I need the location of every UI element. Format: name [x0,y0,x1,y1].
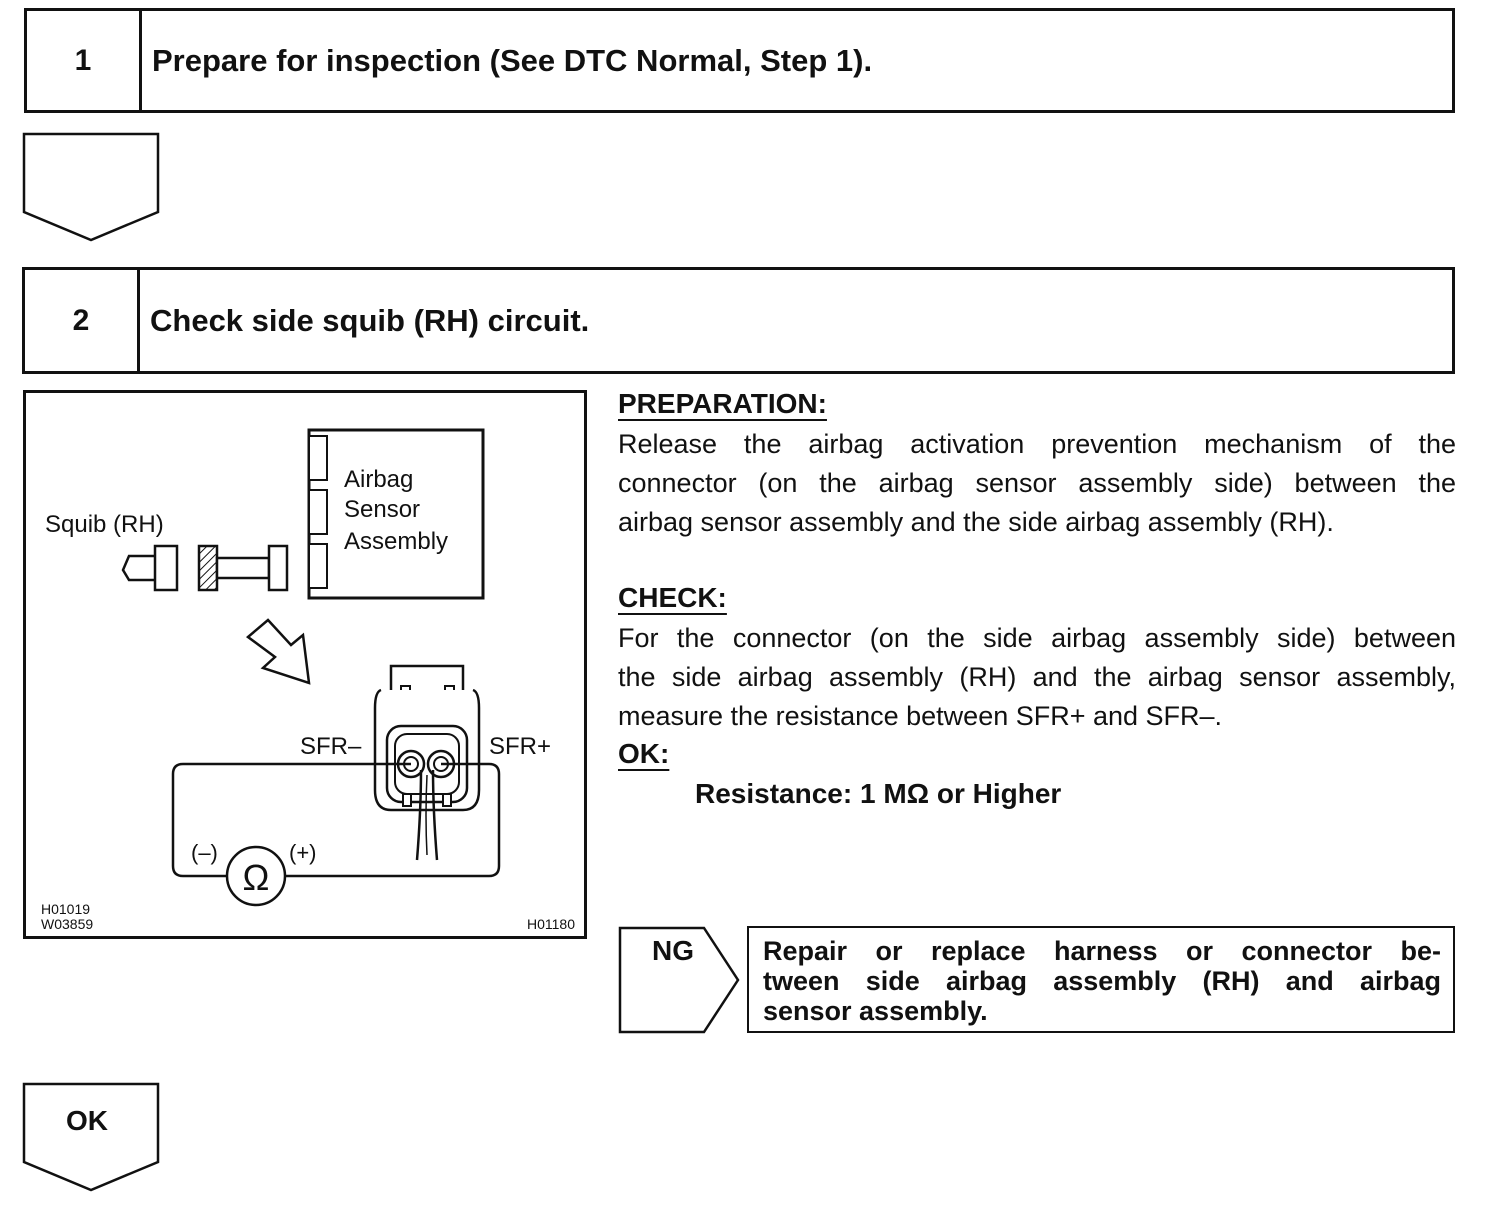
airbag-sensor-assembly-icon [307,428,485,600]
ng-label: NG [652,935,694,966]
ng-action-line-3: sensor assembly. [763,996,988,1026]
squib-label: Squib (RH) [45,511,164,538]
ng-action-box: Repair or replace harness or connector b… [747,926,1455,1033]
meter-plus-label: (+) [289,840,317,865]
step-2-title: Check side squib (RH) circuit. [150,302,590,338]
step-1-box: 1 Prepare for inspection (See DTC Normal… [24,8,1455,113]
check-heading: CHECK: [618,582,727,613]
preparation-line-1: Release the airbag activation prevention… [618,429,1456,459]
preparation-text: Release the airbag activation prevention… [618,425,1456,542]
next-arrow-icon [22,132,160,242]
step-2-box: 2 Check side squib (RH) circuit. [22,267,1455,374]
diagram-code-3: H01180 [527,916,575,932]
connector-closeup-icon [373,664,481,861]
resistance-spec: Resistance: 1 MΩ or Higher [695,778,1062,809]
sensor-label-line-2: Sensor [344,496,420,523]
step-1-title: Prepare for inspection (See DTC Normal, … [152,42,873,78]
direction-arrow-icon [245,618,311,685]
check-text: For the connector (on the side airbag as… [618,619,1456,736]
check-line-2: the side airbag assembly (RH) and the ai… [618,662,1456,692]
ohmmeter-icon [225,845,287,907]
squib-connector-icon [121,544,289,592]
ok-arrow-label: OK [66,1105,108,1136]
ng-action-line-2: tween side airbag assembly (RH) and airb… [763,966,1441,996]
diagram-code-2: W03859 [41,916,93,932]
check-line-3: measure the resistance between SFR+ and … [618,701,1223,731]
ng-arrow-icon [618,926,740,1034]
ohm-symbol: Ω [243,857,270,898]
step-2-number: 2 [25,270,140,371]
terminal-minus-label: SFR– [300,733,362,760]
ng-action-line-1: Repair or replace harness or connector b… [763,936,1441,966]
preparation-line-3: airbag sensor assembly and the side airb… [618,507,1334,537]
meter-lead-wire [171,762,411,878]
terminal-plus-label: SFR+ [489,733,551,760]
connector-diagram: Airbag Sensor Assembly Squib (RH) SFR– S… [23,390,587,939]
diagram-code-1: H01019 [41,901,90,917]
sensor-label-line-3: Assembly [344,528,448,555]
check-line-1: For the connector (on the side airbag as… [618,623,1456,653]
meter-minus-label: (–) [191,840,218,865]
step-1-number: 1 [27,11,142,110]
ok-arrow-icon [22,1082,160,1192]
sensor-label-line-1: Airbag [344,466,413,493]
ok-heading: OK: [618,738,670,769]
preparation-heading: PREPARATION: [618,388,827,419]
preparation-line-2: connector (on the airbag sensor assembly… [618,468,1456,498]
